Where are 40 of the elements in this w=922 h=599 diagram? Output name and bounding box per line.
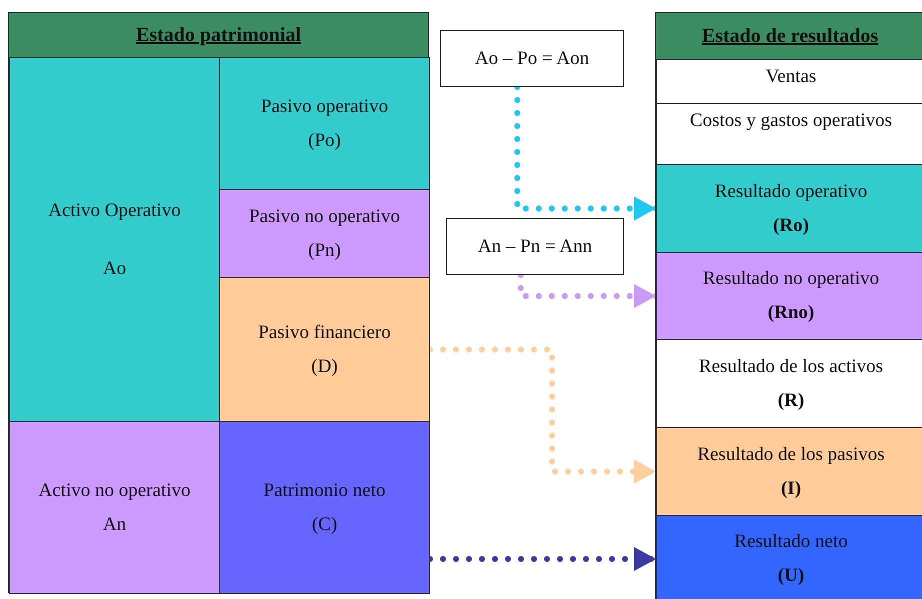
table-cell [656, 427, 922, 516]
table-cell [219, 421, 430, 594]
cell-label: Pasivo no operativo [249, 206, 400, 228]
cell-symbol: (R) [778, 390, 804, 412]
table-cell [219, 189, 430, 278]
cell-label: Activo no operativo [38, 480, 190, 502]
table-cell [9, 421, 220, 594]
cell-symbol: (Pn) [308, 240, 341, 262]
cell-symbol: (I) [780, 478, 802, 500]
cell-label: Costos y gastos operativos [690, 110, 892, 132]
cell-label: An – Pn = Ann [478, 236, 592, 258]
cell-label: Resultado neto [734, 531, 848, 553]
cell-label: Resultado no operativo [702, 268, 880, 290]
cell-symbol: An [102, 514, 126, 536]
cell-label: Pasivo operativo [260, 96, 388, 118]
table-cell [9, 57, 220, 422]
cell-symbol: (U) [778, 565, 804, 587]
panel-title: Estado de resultados [702, 24, 878, 48]
cell-label: Ventas [766, 66, 816, 88]
cell-label: Activo Operativo [48, 200, 181, 222]
table-cell [219, 57, 430, 190]
cell-label: Resultado de los pasivos [697, 444, 885, 466]
cell-symbol: (C) [312, 514, 338, 536]
cell-symbol: (Ro) [773, 214, 809, 236]
cell-label: Resultado operativo [714, 180, 868, 202]
formula-box [440, 30, 624, 87]
cell-symbol: (Po) [308, 130, 341, 152]
table-cell [656, 252, 922, 340]
table-cell [656, 164, 922, 253]
table-cell [219, 277, 430, 422]
cell-label: Patrimonio neto [264, 480, 386, 502]
cell-symbol: (D) [311, 356, 338, 378]
cell-label: Ao – Po = Aon [474, 48, 590, 70]
panel-title: Estado patrimonial [136, 24, 302, 46]
formula-box [446, 218, 624, 275]
cell-label: Resultado de los activos [698, 356, 884, 378]
cell-symbol: (Rno) [768, 302, 814, 324]
table-cell [656, 515, 922, 599]
cell-label: Pasivo financiero [258, 322, 391, 344]
cell-symbol: Ao [102, 258, 126, 280]
